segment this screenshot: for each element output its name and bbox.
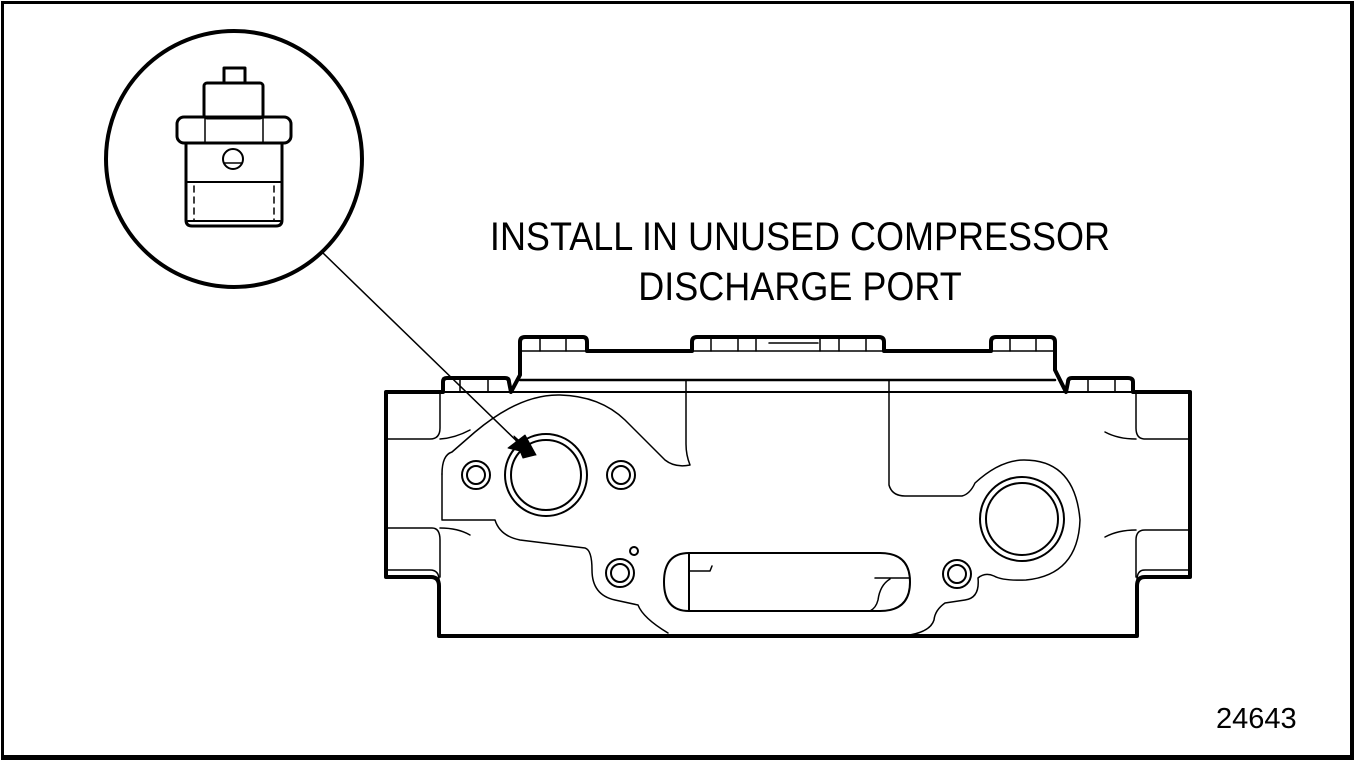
- callout-line-1: INSTALL IN UNUSED COMPRESSOR: [489, 215, 1111, 259]
- detail-view: [104, 29, 364, 289]
- right-discharge-port: [979, 476, 1065, 562]
- cylinder-head: [384, 335, 1192, 638]
- plug-fitting-icon: [175, 66, 293, 228]
- leader-arrow: [322, 252, 537, 459]
- callout-text: INSTALL IN UNUSED COMPRESSOR DISCHARGE P…: [440, 212, 1160, 312]
- figure-number: 24643: [1216, 703, 1297, 735]
- left-discharge-port: [504, 433, 588, 517]
- callout-line-2: DISCHARGE PORT: [638, 265, 962, 309]
